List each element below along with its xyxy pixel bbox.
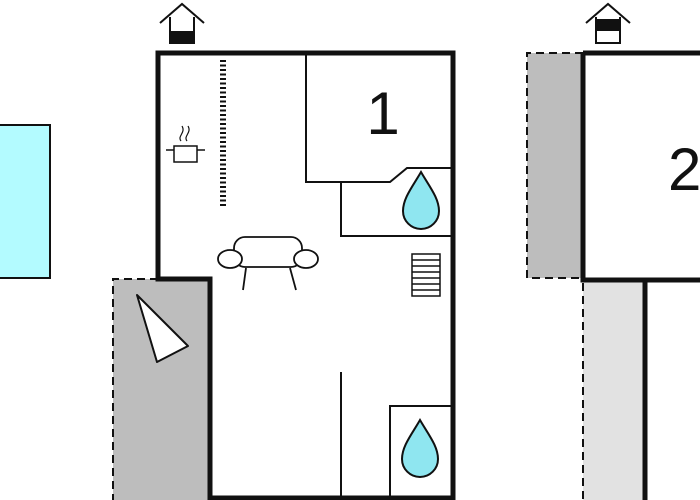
terrace-sun-icon <box>136 294 189 363</box>
water-drop-icon <box>400 417 440 478</box>
terrace-left <box>112 278 210 500</box>
house-entrance-icon <box>159 2 205 44</box>
bathroom-upper-walls <box>340 182 453 237</box>
room-number-2: 2 <box>668 136 700 203</box>
bedroom-1-walls <box>305 53 453 183</box>
building-right-walls <box>580 50 700 500</box>
bathroom-lower-walls <box>389 405 453 498</box>
house-entrance-icon <box>585 2 631 44</box>
sofa-icon <box>217 236 319 291</box>
terrace-right-lower <box>582 279 645 500</box>
building-left-walls <box>155 50 456 500</box>
terrace-right <box>526 52 583 279</box>
pool-area <box>0 124 51 279</box>
staircase-icon <box>411 253 441 297</box>
water-drop-icon <box>401 169 441 230</box>
cooking-pot-icon <box>166 125 205 163</box>
room-number-1: 1 <box>366 80 399 147</box>
